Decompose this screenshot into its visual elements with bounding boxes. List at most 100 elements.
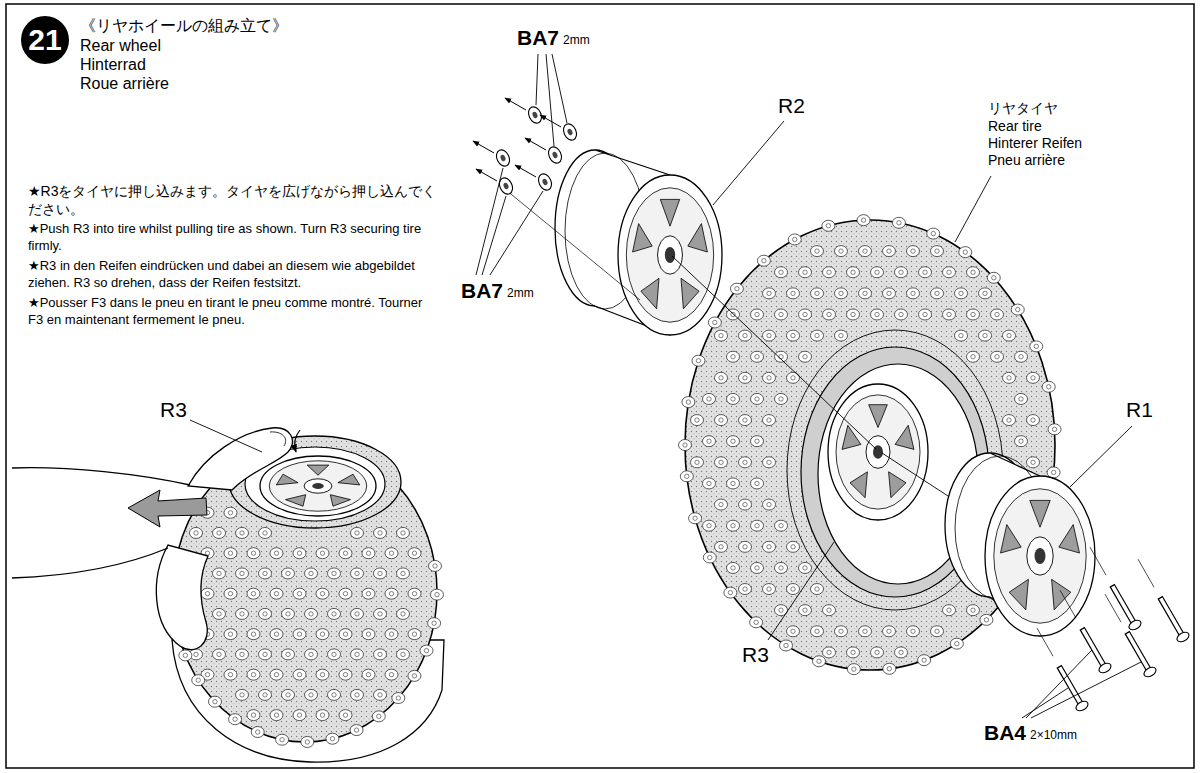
tire-knob — [775, 393, 788, 404]
tire-knob — [236, 568, 249, 579]
screw-shaft-fill — [1060, 667, 1082, 706]
knob-center — [743, 545, 747, 549]
knob-top — [751, 351, 764, 362]
knob-top — [703, 520, 716, 531]
knob-top — [213, 649, 226, 660]
knob-top — [895, 647, 908, 658]
knob-top — [763, 288, 776, 299]
knob-top — [259, 527, 272, 538]
tire-knob — [763, 288, 776, 299]
tire-knob — [362, 669, 375, 680]
knob-top — [895, 309, 908, 320]
tire-knob — [763, 415, 776, 426]
knob-center — [696, 359, 700, 363]
tire-knob — [895, 309, 908, 320]
tire-knob — [682, 397, 695, 408]
knob-top — [823, 647, 836, 658]
step-number: 21 — [20, 15, 70, 65]
tire-knob — [763, 541, 776, 552]
knob-center — [240, 612, 244, 616]
tire-knob — [907, 626, 920, 637]
tire-knob — [787, 541, 800, 552]
tire-knob — [1015, 351, 1028, 362]
knob-center — [1016, 307, 1020, 311]
knob-center — [286, 612, 290, 616]
knob-top — [991, 309, 1004, 320]
tire-knob — [282, 689, 295, 700]
tire-knob — [895, 647, 908, 658]
tire-knob — [229, 714, 242, 725]
knob-top — [397, 568, 410, 579]
knob-center — [286, 652, 290, 656]
knob-top — [775, 562, 788, 573]
knob-center — [332, 652, 336, 656]
direction-arrow — [525, 138, 546, 150]
knob-center — [755, 355, 759, 359]
tire-knob — [213, 608, 226, 619]
tire-knob — [328, 568, 341, 579]
instruction-note: ★Pousser F3 dans le pneu en tirant le pn… — [28, 295, 438, 329]
knob-center — [992, 276, 996, 280]
knob-center — [412, 591, 416, 595]
tire-knob — [727, 393, 740, 404]
knob-center — [685, 474, 689, 478]
washer-hole — [503, 182, 510, 190]
knob-center — [911, 291, 915, 295]
part-size: 2mm — [563, 34, 590, 48]
notes-block: ★R3をタイヤに押し込みます。タイヤを広げながら押し込んでください。★Push … — [28, 182, 438, 332]
knob-center — [194, 652, 198, 656]
tire-knob — [339, 669, 352, 680]
tire-knob — [823, 309, 836, 320]
hub-hole — [1035, 548, 1046, 564]
knob-center — [305, 740, 309, 744]
tire-knob — [739, 541, 752, 552]
knob-center — [743, 418, 747, 422]
knob-center — [755, 312, 759, 316]
rim-window — [688, 224, 708, 252]
tire-knob — [931, 288, 944, 299]
tire-knob — [967, 605, 980, 616]
knob-center — [263, 531, 267, 535]
knob-top — [787, 288, 800, 299]
knob-center — [320, 672, 324, 676]
knob-top — [1048, 424, 1061, 435]
tire-knob — [392, 693, 405, 704]
tire-knob — [430, 589, 443, 600]
screw-head — [1097, 661, 1112, 674]
knob-top — [763, 372, 776, 383]
tire-knob — [739, 499, 752, 510]
tire-knob — [1027, 372, 1040, 383]
knob-top — [247, 710, 260, 721]
tire-knob — [339, 710, 352, 721]
knob-top — [305, 608, 318, 619]
knob-top — [385, 588, 398, 599]
tire-knob — [305, 608, 318, 619]
tire-knob — [374, 568, 387, 579]
screw-head — [1142, 665, 1157, 678]
instruction-note: ★Push R3 into tire whilst pulling tire a… — [28, 221, 438, 255]
knob-top — [799, 605, 812, 616]
knob-center — [851, 650, 855, 654]
arm-outline — [12, 468, 190, 485]
knob-center — [396, 696, 400, 700]
knob-center — [228, 591, 232, 595]
tire-knob — [703, 393, 716, 404]
knob-center — [695, 460, 699, 464]
knob-center — [1046, 385, 1050, 389]
tire-knob — [892, 217, 905, 228]
tire-knob — [270, 548, 283, 559]
tire-knob — [293, 588, 306, 599]
knob-center — [897, 221, 901, 225]
knob-center — [1019, 397, 1023, 401]
tire-knob — [775, 351, 788, 362]
knob-center — [320, 551, 324, 555]
tire-knob — [259, 568, 272, 579]
knob-top — [259, 689, 272, 700]
knob-center — [731, 312, 735, 316]
knob-center — [931, 231, 935, 235]
knob-center — [297, 591, 301, 595]
rim-face — [828, 384, 928, 520]
knob-top — [236, 649, 249, 660]
knob-center — [332, 693, 336, 697]
thumb — [188, 428, 292, 490]
